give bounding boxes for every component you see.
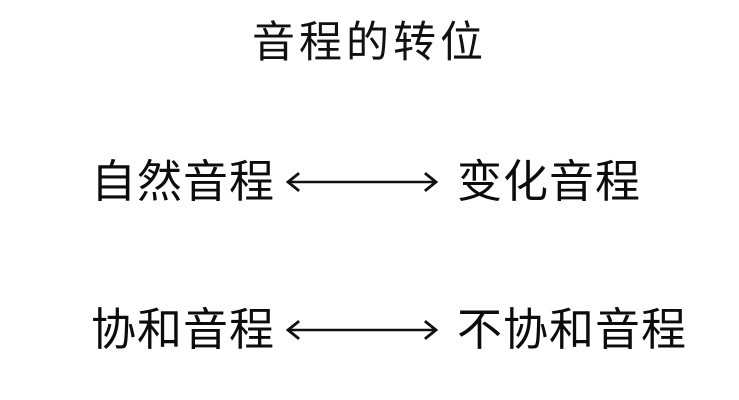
relation-row: 协和音程 不协和音程 xyxy=(0,300,739,360)
double-headed-arrow-icon xyxy=(285,320,439,340)
page-title: 音程的转位 xyxy=(252,19,487,67)
relation-row: 自然音程 变化音程 xyxy=(0,152,739,212)
relation-right-term: 变化音程 xyxy=(457,156,642,207)
relation-right-term: 不协和音程 xyxy=(457,304,688,355)
relation-left-term: 协和音程 xyxy=(91,304,276,355)
relation-left-term: 自然音程 xyxy=(91,156,276,207)
double-headed-arrow-icon xyxy=(285,172,439,192)
